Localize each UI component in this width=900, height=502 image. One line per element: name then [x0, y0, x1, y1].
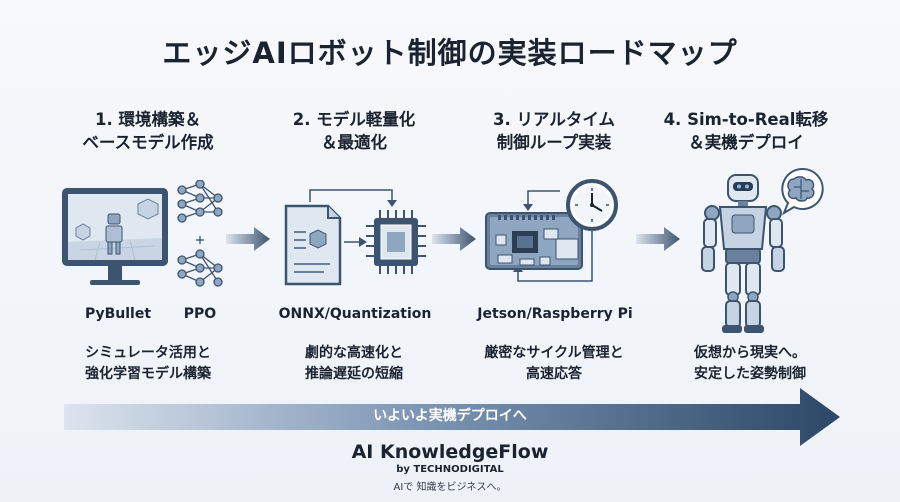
step-3-description: 厳密なサイクル管理と 高速応答: [454, 343, 654, 385]
board-icon: [485, 212, 583, 270]
step-3-illustration: [485, 179, 618, 282]
step-2-description: 劇的な高速化と 推論遅延の短縮: [254, 343, 454, 385]
step-2-title-line2: ＆最適化: [321, 133, 387, 152]
step-arrow-2: [432, 227, 476, 251]
step-3-tech: Jetson/Raspberry Pi: [477, 306, 633, 322]
step-3-desc-line1: 厳密なサイクル管理と: [484, 345, 624, 361]
step-arrow-3: [636, 227, 680, 251]
step-4-title-line1: 4. Sim-to-Real転移: [663, 110, 829, 129]
clock-icon: [566, 179, 618, 231]
step-4-desc-line1: 仮想から現実へ。: [694, 345, 806, 361]
step-arrow-1: [226, 227, 270, 251]
step-1-description: シミュレータ活用と 強化学習モデル構築: [48, 343, 248, 385]
step-1-illustration: [62, 180, 223, 287]
model-file-icon: [284, 204, 342, 286]
step-1-desc-line1: シミュレータ活用と: [85, 345, 211, 361]
brand-tagline: AIで 知識をビジネスへ。: [393, 482, 507, 493]
chip-icon: [366, 210, 426, 274]
step-4-description: 仮想から現実へ。 安定した姿勢制御: [650, 343, 850, 385]
step-1-tech-ppo: PPO: [183, 306, 217, 322]
step-4-desc-line2: 安定した姿勢制御: [694, 366, 806, 382]
neural-network-icon: [177, 180, 223, 287]
step-3-title: 3. リアルタイム 制御ループ実装: [454, 108, 654, 154]
step-2-desc-line2: 推論遅延の短縮: [305, 366, 403, 382]
step-1-title-line1: 1. 環境構築＆: [95, 110, 201, 129]
step-1-title-line2: ベースモデル作成: [82, 133, 214, 152]
step-2-title-line1: 2. モデル軽量化: [292, 110, 416, 129]
brand-name: AI KnowledgeFlow: [351, 441, 549, 463]
monitor-with-robot-icon: [62, 188, 168, 285]
step-2-tech: ONNX/Quantization: [278, 306, 432, 322]
step-1-desc-line2: 強化学習モデル構築: [85, 366, 211, 382]
brain-icon: [781, 167, 824, 216]
brand-by: by TECHNODIGITAL: [396, 464, 504, 475]
step-3-title-line1: 3. リアルタイム: [493, 110, 615, 129]
step-4-illustration: [701, 167, 824, 333]
deploy-banner-arrow: [64, 388, 840, 446]
step-2-title: 2. モデル軽量化 ＆最適化: [254, 108, 454, 154]
deploy-banner-text: いよいよ実機デプロイへ: [373, 408, 527, 424]
step-1-tech-pybullet: PyBullet: [84, 306, 152, 322]
step-4-title: 4. Sim-to-Real転移 ＆実機デプロイ: [646, 108, 846, 154]
page-title: エッジAIロボット制御の実装ロードマップ: [162, 36, 738, 70]
step-4-title-line2: ＆実機デプロイ: [688, 133, 804, 152]
step-1-title: 1. 環境構築＆ ベースモデル作成: [48, 108, 248, 154]
humanoid-robot-icon: [701, 174, 785, 333]
step-3-title-line2: 制御ループ実装: [496, 133, 612, 152]
step-2-desc-line1: 劇的な高速化と: [305, 345, 403, 361]
step-2-illustration: [284, 189, 426, 286]
step-3-desc-line2: 高速応答: [526, 366, 582, 382]
